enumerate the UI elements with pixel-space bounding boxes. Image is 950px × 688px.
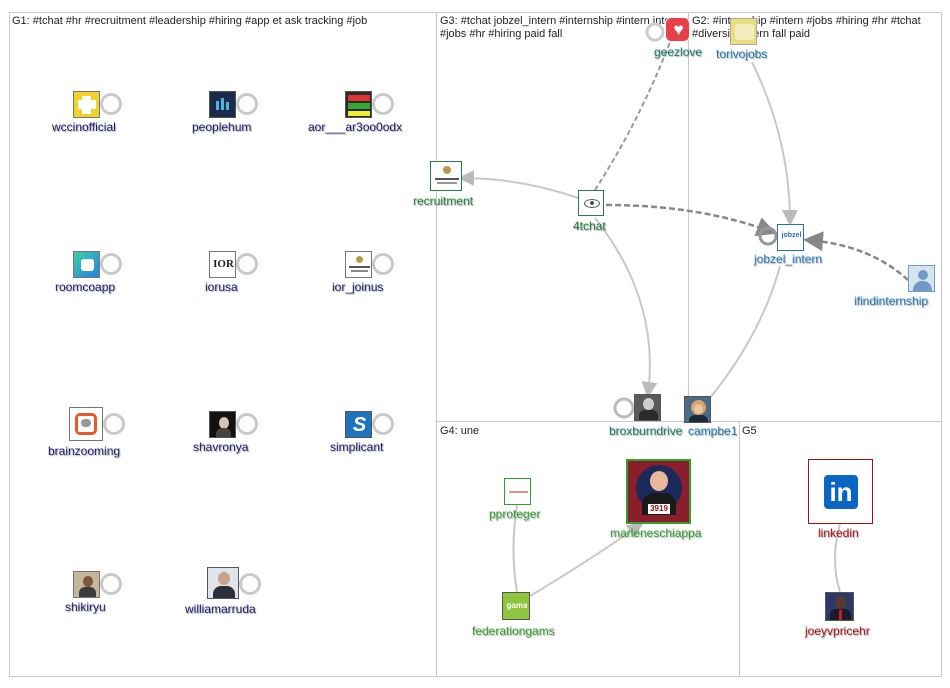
node-federationgams-image[interactable]: gams bbox=[502, 592, 530, 620]
marlene-sign-text: 3919 bbox=[648, 504, 670, 514]
label-torivojobs[interactable]: torivojobs bbox=[716, 47, 768, 61]
selfloop-shikiryu bbox=[100, 573, 122, 595]
node-jobzel-intern-image[interactable]: jobzel bbox=[777, 224, 804, 251]
label-wccinofficial[interactable]: wccinofficial bbox=[52, 120, 116, 134]
node-ifindinternship-image[interactable] bbox=[908, 265, 935, 292]
selfloop-broxburn bbox=[613, 397, 635, 419]
node-shavronya-image[interactable] bbox=[209, 411, 236, 438]
gams-logo-text: gams bbox=[506, 601, 528, 610]
edge-torivo-jobzel bbox=[751, 61, 798, 226]
selfloop-geezlove bbox=[645, 22, 665, 42]
edge-4tchat-jobzel bbox=[605, 203, 777, 237]
node-aor-image[interactable] bbox=[345, 91, 372, 118]
label-ior-joinus[interactable]: ior_joinus bbox=[332, 280, 384, 294]
label-campbe1[interactable]: campbe1 bbox=[688, 424, 738, 438]
selfloop-iorusa bbox=[236, 253, 258, 275]
node-pproteger-image[interactable] bbox=[504, 478, 531, 505]
selfloop-brainzooming bbox=[103, 413, 125, 435]
group-g5-frame bbox=[739, 421, 942, 677]
selfloop-aor bbox=[372, 93, 394, 115]
node-iorusa-image[interactable]: IOR bbox=[209, 251, 236, 278]
ior-logo-text: IOR bbox=[213, 258, 234, 270]
edge-gams-marlene bbox=[529, 522, 644, 597]
label-broxburndrive[interactable]: broxburndrive bbox=[609, 424, 683, 438]
node-broxburndrive-image[interactable] bbox=[634, 394, 661, 421]
label-federationgams[interactable]: federationgams bbox=[472, 624, 555, 638]
label-recruitment[interactable]: recruitment bbox=[413, 194, 474, 208]
edge-linkedin-joey bbox=[834, 523, 841, 593]
label-linkedin[interactable]: linkedin bbox=[818, 526, 859, 540]
label-4tchat[interactable]: 4tchat bbox=[573, 219, 606, 233]
label-shavronya[interactable]: shavronya bbox=[193, 440, 249, 454]
label-brainzooming[interactable]: brainzooming bbox=[48, 444, 121, 458]
label-geezlove[interactable]: geezlove bbox=[654, 45, 703, 59]
label-williamarruda[interactable]: williamarruda bbox=[185, 602, 256, 616]
group-g3-label: G3: #tchat jobzel_intern #internship #in… bbox=[440, 15, 681, 40]
linkedin-icon: in bbox=[824, 475, 858, 509]
jobzel-logo-text: jobzel bbox=[781, 232, 802, 239]
node-simplicant-image[interactable]: S bbox=[345, 411, 372, 438]
label-joeyvpricehr[interactable]: joeyvpricehr bbox=[805, 624, 870, 638]
label-aor[interactable]: aor___ar3oo0odx bbox=[308, 120, 403, 134]
label-simplicant[interactable]: simplicant bbox=[330, 440, 384, 454]
selfloop-simplicant bbox=[372, 413, 394, 435]
node-torivojobs-image[interactable] bbox=[730, 18, 757, 45]
selfloop-wccinofficial bbox=[100, 93, 122, 115]
selfloop-roomcoapp bbox=[100, 253, 122, 275]
edge-4tchat-broxburn bbox=[594, 217, 658, 398]
heart-icon: ♥ bbox=[673, 20, 684, 39]
label-ifindinternship[interactable]: ifindinternship bbox=[854, 294, 929, 308]
node-geezlove-image[interactable]: ♥ bbox=[665, 17, 690, 42]
node-peoplehum-image[interactable] bbox=[209, 91, 236, 118]
selfloop-peoplehum bbox=[236, 93, 258, 115]
label-pproteger[interactable]: pproteger bbox=[489, 507, 541, 521]
node-campbe1-image[interactable] bbox=[684, 396, 711, 423]
label-roomcoapp[interactable]: roomcoapp bbox=[55, 280, 116, 294]
node-marleneschiappa-image[interactable]: 3919 bbox=[626, 459, 691, 524]
group-g4-label: G4: une bbox=[440, 425, 480, 437]
node-roomcoapp-image[interactable] bbox=[73, 251, 100, 278]
label-shikiryu[interactable]: shikiryu bbox=[65, 600, 106, 614]
node-wccinofficial-image[interactable] bbox=[73, 91, 100, 118]
selfloop-ior-joinus bbox=[372, 253, 394, 275]
node-linkedin-image[interactable]: in bbox=[808, 459, 873, 524]
edge-4tchat-recruitment bbox=[458, 170, 579, 199]
node-recruitment-image[interactable] bbox=[430, 161, 462, 191]
selfloop-williamarruda bbox=[239, 573, 261, 595]
node-ior-joinus-image[interactable] bbox=[345, 251, 372, 278]
selfloop-jobzel bbox=[758, 226, 778, 246]
selfloop-shavronya bbox=[236, 413, 258, 435]
linkedin-logo-text: in bbox=[829, 477, 853, 507]
group-g1-label: G1: #tchat #hr #recruitment #leadership … bbox=[12, 15, 368, 27]
edge-4tchat-geezlove bbox=[594, 41, 671, 191]
edge-jobzel-campbe1 bbox=[699, 265, 781, 411]
edge-pproteger-gams bbox=[512, 504, 518, 593]
label-iorusa[interactable]: iorusa bbox=[205, 280, 238, 294]
group-g5-label: G5 bbox=[742, 425, 757, 437]
node-shikiryu-image[interactable] bbox=[73, 571, 100, 598]
edge-ifind-jobzel bbox=[803, 231, 909, 281]
node-williamarruda-image[interactable] bbox=[207, 567, 239, 599]
node-joeyvpricehr-image[interactable] bbox=[825, 592, 854, 621]
label-marleneschiappa[interactable]: marleneschiappa bbox=[610, 526, 702, 540]
node-4tchat-image[interactable] bbox=[578, 190, 604, 216]
label-jobzel-intern[interactable]: jobzel_intern bbox=[754, 252, 823, 266]
node-brainzooming-image[interactable] bbox=[69, 407, 103, 441]
label-peoplehum[interactable]: peoplehum bbox=[192, 120, 252, 134]
